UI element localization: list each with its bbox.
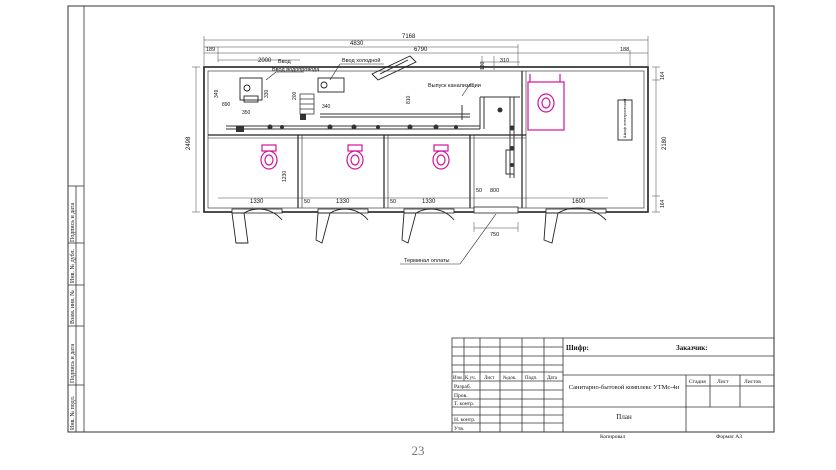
- sewer-label: Выпуск канализации: [428, 83, 481, 89]
- water-in-label-a: Ввод: [278, 59, 291, 65]
- electrical-panel: [617, 99, 633, 141]
- stairs: [299, 93, 315, 115]
- stage-label: Стадия: [689, 379, 706, 385]
- dim-340: 340: [322, 104, 331, 110]
- dim-1230: 1230: [282, 171, 288, 182]
- strip-label-1: Подпись и дата: [70, 202, 76, 242]
- row-utv: Утв.: [454, 426, 465, 432]
- dim-164a: 164: [660, 71, 666, 80]
- row-prov: Пров.: [454, 393, 468, 399]
- sheets-label: Листов: [744, 379, 761, 385]
- water-in-label: Ввод водопровода: [272, 67, 320, 73]
- dim-350: 350: [242, 110, 251, 116]
- sheet-frame: [67, 5, 775, 433]
- dim-2498: 2498: [186, 136, 192, 150]
- copied-label: Копировал: [600, 434, 626, 440]
- dim-2180: 2180: [662, 136, 668, 150]
- internal-walls: [208, 71, 527, 208]
- col-header-3: Лист: [484, 376, 495, 381]
- dim-310: 310: [500, 58, 509, 64]
- terminal-label: Терминал оплаты: [404, 258, 450, 264]
- dim-750: 750: [490, 232, 499, 238]
- outer-walls: [203, 66, 649, 213]
- dimension-lines: [192, 36, 660, 232]
- dim-2000: 2000: [258, 58, 272, 64]
- dimension-texts: 7168 4830 189 6790 188 2000 310 180 2498…: [186, 34, 668, 238]
- title-block-text: Шифр: Заказчик: Изм. К.уч. Лист №док. По…: [453, 344, 761, 440]
- pipes: [226, 96, 520, 178]
- col-header-5: Подп.: [525, 376, 537, 381]
- col-header-4: №док.: [503, 375, 517, 381]
- cipher-label: Шифр:: [566, 344, 589, 352]
- sink-tank: [317, 55, 417, 93]
- panel-label: Шкаф электрический: [622, 99, 627, 138]
- dim-1330-1: 1330: [250, 199, 264, 205]
- col-header-1: Изм.: [453, 376, 463, 381]
- row-razrab: Разраб.: [454, 383, 472, 390]
- dim-810: 810: [406, 95, 412, 104]
- dim-50-2: 50: [390, 199, 396, 205]
- strip-label-4: Подпись и дата: [70, 343, 76, 383]
- col-header-6: Дата: [547, 376, 558, 381]
- customer-label: Заказчик:: [676, 344, 708, 352]
- toilets: [260, 74, 565, 170]
- strip-label-3: Взам. инв. №: [70, 290, 76, 324]
- dim-188: 188: [620, 47, 629, 53]
- floor-plan: Шкаф электрический Ввод Ввод водопровода…: [186, 34, 668, 265]
- dim-890: 890: [222, 102, 231, 108]
- dim-189: 189: [206, 47, 215, 53]
- format-label: Формат А3: [716, 434, 742, 440]
- bottom-windows: [231, 206, 607, 214]
- dim-800: 800: [490, 188, 499, 194]
- cold-water-label: Ввод холодной: [342, 57, 380, 64]
- dim-164b: 164: [660, 199, 666, 208]
- strip-label-2: Инв. № дубл.: [69, 249, 76, 283]
- dim-330: 330: [264, 89, 270, 98]
- left-strip-labels: Подпись и дата Инв. № дубл. Взам. инв. №…: [69, 202, 76, 430]
- dim-50-1: 50: [304, 199, 310, 205]
- dim-200: 200: [292, 91, 298, 100]
- water-heater: [239, 77, 263, 103]
- strip-label-5: Инв. № подл.: [70, 395, 76, 430]
- dim-4830: 4830: [350, 41, 364, 47]
- sheet-name: План: [616, 413, 632, 421]
- doors: [231, 207, 607, 244]
- dim-50-3: 50: [476, 188, 482, 194]
- col-header-2: К.уч.: [465, 376, 476, 381]
- title-block: [451, 337, 775, 433]
- row-tkontr: Т. контр.: [454, 401, 475, 407]
- dim-6790: 6790: [414, 47, 428, 53]
- dim-1330-3: 1330: [422, 199, 436, 205]
- dim-180: 180: [480, 61, 486, 70]
- dim-overall: 7168: [402, 34, 416, 40]
- leaders: [265, 63, 497, 265]
- pipe-fittings: [236, 107, 515, 175]
- dim-1600: 1600: [572, 199, 586, 205]
- sheet-label: Лист: [717, 379, 729, 385]
- page-number: 23: [411, 443, 425, 458]
- left-strip: [68, 185, 84, 432]
- dim-349: 349: [214, 89, 220, 98]
- project-title: Санитарно-бытовой комплекс УТМс-4н: [569, 384, 680, 391]
- row-nkontr: Н. контр.: [454, 417, 476, 423]
- dim-1330-2: 1330: [336, 199, 350, 205]
